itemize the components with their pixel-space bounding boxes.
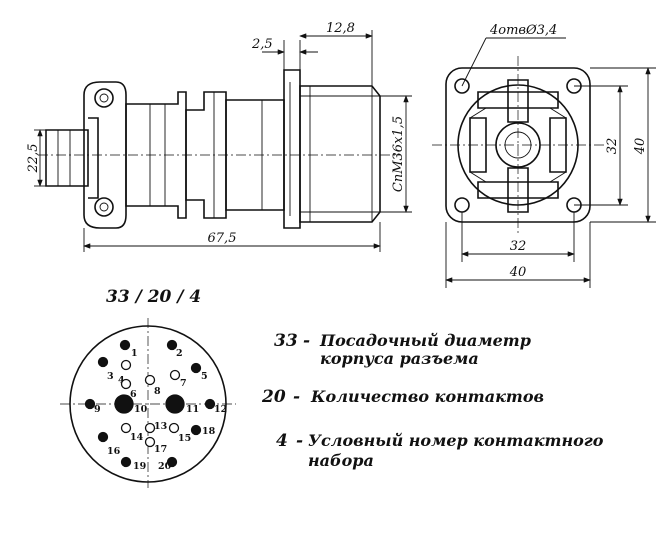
contact-pin-11 [165,394,185,414]
contact-pin-label-1: 1 [131,348,138,359]
contact-pin-12 [204,398,216,410]
dim-height-32: 32 [605,138,620,155]
mounting-flange [283,69,301,229]
contact-pin-1 [119,339,131,351]
dim-12-8: 12,8 [326,21,355,36]
contact-pin-19 [120,456,132,468]
contact-pin-label-14: 14 [130,432,144,443]
legend-dash-2: - [293,387,300,407]
contact-pin-label-19: 19 [133,461,147,472]
dim-height-40: 40 [633,138,648,156]
contact-pin-label-12: 12 [214,404,227,415]
contact-pin-label-2: 2 [176,348,183,359]
dim-2-5: 2,5 [251,37,273,52]
contact-pin-16 [97,431,109,443]
dim-thread: СпМ36х1,5 [391,116,406,192]
side-view: 2,5 12,8 22,5 СпМ36х1,5 67,5 [26,21,412,252]
legend-dash-3: - [296,431,303,451]
contact-pin-label-6: 6 [130,389,137,400]
coupling-nut [185,91,227,219]
contact-pin-9 [84,398,96,410]
mount-hole-bl [454,197,470,213]
contact-pin-label-11: 11 [186,404,199,415]
contact-pin-2 [166,339,178,351]
contact-pin-label-16: 16 [107,446,121,457]
contact-pin-label-9: 9 [94,404,101,415]
contact-pin-6 [120,378,132,390]
legend-line-1b: корпуса разъема [320,349,479,368]
front-bracket-bottom [477,181,559,199]
legend-num-3: 4 [276,431,288,451]
cable-clamp [83,81,127,229]
legend: 33 - Посадочный диаметр корпуса разъема … [261,331,604,470]
front-hub [495,122,541,168]
dim-width-40: 40 [509,265,527,280]
contact-pin-7 [169,369,181,381]
mount-hole-tl [454,78,470,94]
contact-pin-label-13: 13 [154,421,167,432]
contact-pin-5 [190,362,202,374]
rear-shell [125,91,187,219]
contact-pin-label-18: 18 [202,426,216,437]
threaded-barrel [299,85,381,223]
contact-pin-label-7: 7 [180,378,187,389]
contact-pin-label-20: 20 [158,461,172,472]
contact-pin-label-17: 17 [154,444,167,455]
dim-width-32: 32 [510,239,527,254]
contact-pin-17 [144,436,156,448]
dim-22-5: 22,5 [26,144,41,174]
contact-pin-label-10: 10 [134,404,148,415]
legend-line-2a: Количество контактов [310,387,544,406]
contact-pin-13 [144,422,156,434]
front-bracket-top [477,91,559,109]
contact-pin-label-5: 5 [201,371,208,382]
contact-pin-label-15: 15 [178,433,191,444]
contact-pin-8 [144,374,156,386]
legend-dash-1: - [303,331,310,351]
designation-title: 33 / 20 / 4 [106,287,201,307]
contact-pin-14 [120,422,132,434]
clamp-screw-top [94,88,114,108]
dim-67-5: 67,5 [208,231,237,246]
dim-holes: 4отвØ3,4 [489,23,557,38]
front-body-circle [457,84,579,206]
contact-pin-15 [168,422,180,434]
legend-line-3a: Условный номер контактного [308,431,604,450]
front-view: 4отвØ3,4 32 40 32 40 [432,23,656,288]
cable-outlet [45,129,89,187]
legend-line-1a: Посадочный диаметр [319,331,531,350]
contact-pin-label-3: 3 [107,371,114,382]
contact-pin-20 [166,456,178,468]
contact-pin-label-4: 4 [118,375,125,386]
contact-pin-10 [114,394,134,414]
legend-num-2: 20 [261,387,286,407]
contact-pin-18 [190,424,202,436]
contact-pin-label-8: 8 [154,386,161,397]
contact-pin-4 [120,359,132,371]
clamp-screw-bottom [94,197,114,217]
legend-num-1: 33 [274,331,298,351]
legend-line-3b: набора [308,451,374,470]
contact-pin-3 [97,356,109,368]
